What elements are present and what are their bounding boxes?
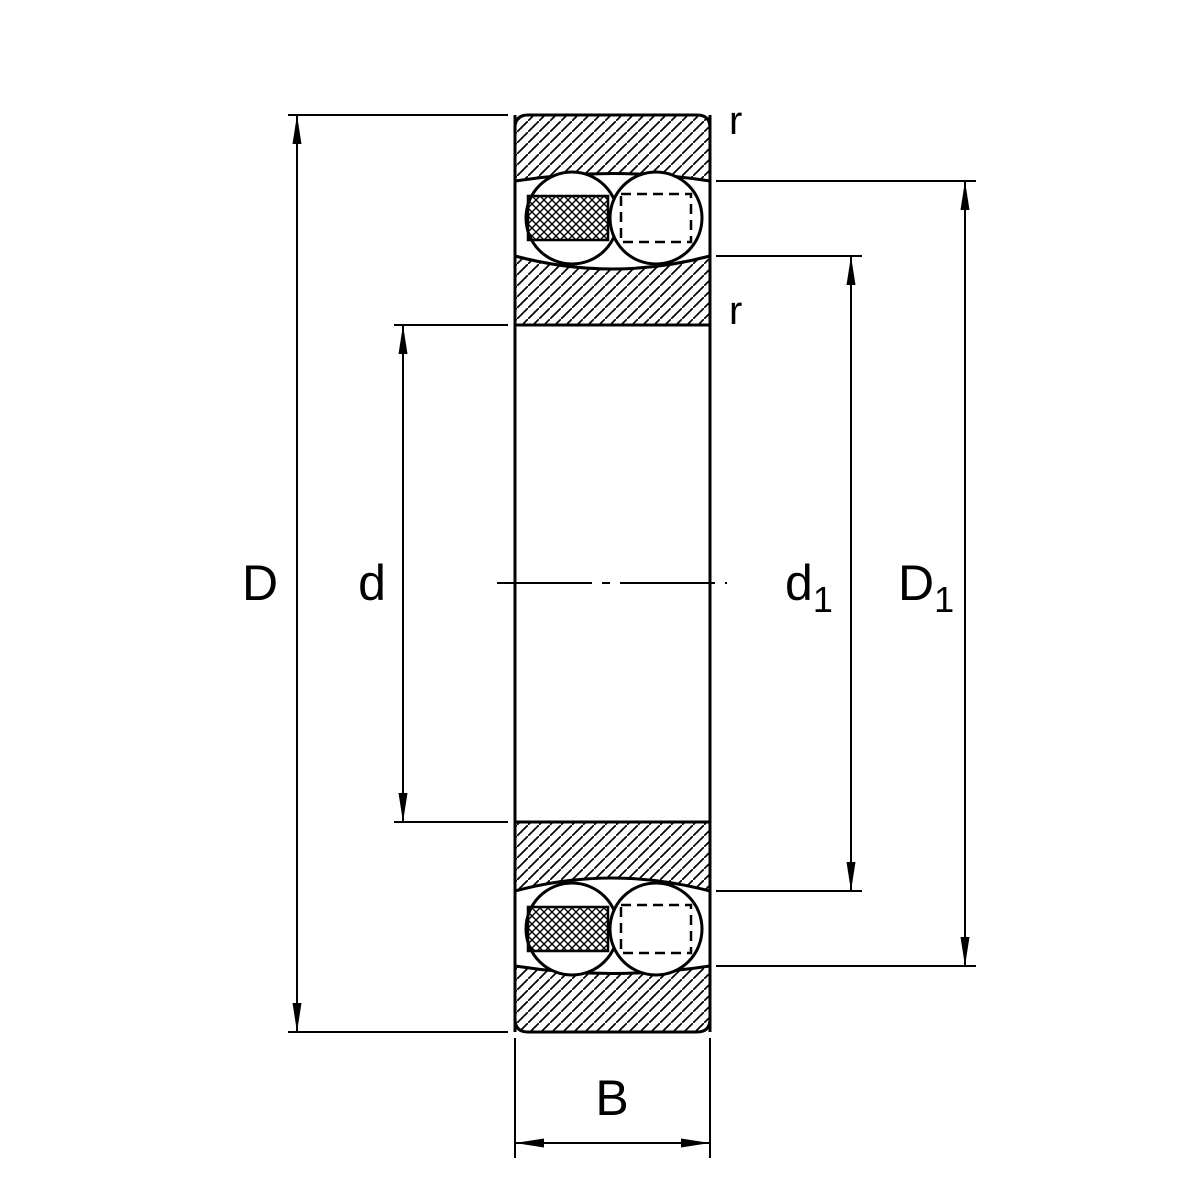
cage-pocket-dashed-bottom	[619, 903, 693, 955]
label-inner-ring-shoulder: d1	[785, 555, 833, 620]
dimension-outer-diameter: D	[242, 114, 508, 1033]
ball-bottom-right	[608, 881, 704, 977]
cage-pocket-dashed-top	[619, 192, 693, 244]
dimension-inner-ring-shoulder: d1	[716, 255, 862, 892]
label-chamfer-inner: r	[729, 289, 742, 333]
outer-ring-top-section	[513, 113, 712, 183]
dimension-outer-ring-shoulder: D1	[716, 180, 976, 967]
inner-ring-top-section	[513, 254, 712, 327]
label-outer-ring-shoulder: D1	[898, 555, 954, 620]
label-chamfer-outer: r	[729, 99, 742, 143]
label-bore-diameter: d	[358, 555, 386, 611]
label-width: B	[595, 1070, 628, 1126]
cage-section-top	[526, 194, 610, 242]
label-base: d	[785, 555, 813, 611]
label-subscript: 1	[934, 579, 954, 620]
ball-top-right	[608, 170, 704, 266]
dimension-width: B	[514, 1038, 711, 1158]
cage-section-bottom	[526, 905, 610, 953]
dimension-bore-diameter: d	[358, 324, 508, 823]
label-subscript: 1	[813, 579, 833, 620]
outer-ring-bottom-section	[513, 964, 712, 1034]
bearing-body	[497, 113, 727, 1034]
inner-ring-bottom-section	[513, 820, 712, 893]
label-base: D	[898, 555, 934, 611]
label-outer-diameter: D	[242, 555, 278, 611]
